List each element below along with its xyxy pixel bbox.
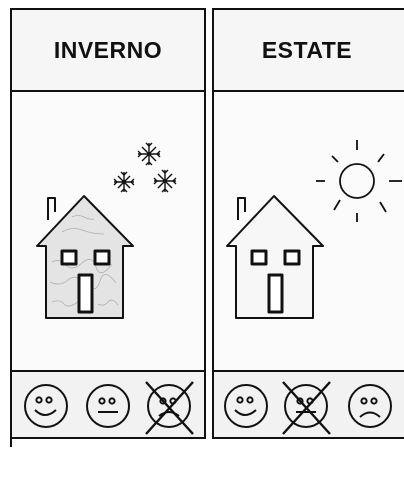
summer-faces-row xyxy=(214,370,404,437)
summer-faces xyxy=(224,381,392,435)
winter-faces-row xyxy=(12,370,204,437)
crossed-out-neutral-face-icon xyxy=(282,381,331,435)
winter-panel: INVERNO xyxy=(10,8,206,439)
summer-header: ESTATE xyxy=(214,10,404,92)
winter-scene-drawing xyxy=(36,142,177,319)
frame-tick-mark xyxy=(10,439,12,447)
winter-title: INVERNO xyxy=(53,36,163,63)
summer-scene-drawing xyxy=(226,140,402,319)
happy-face-icon xyxy=(24,384,68,428)
winter-header: INVERNO xyxy=(12,10,204,92)
neutral-face-icon xyxy=(86,384,130,428)
summer-scene xyxy=(214,92,404,368)
sad-face-icon xyxy=(348,384,392,428)
crossed-out-sad-face-icon xyxy=(145,381,194,435)
summer-title: ESTATE xyxy=(261,36,353,63)
summer-panel: ESTATE xyxy=(212,8,404,439)
winter-scene xyxy=(12,92,204,368)
house-icon xyxy=(36,195,134,319)
winter-faces xyxy=(24,381,194,435)
sun-icon xyxy=(316,140,402,222)
happy-face-icon xyxy=(224,384,268,428)
house-icon xyxy=(226,195,324,319)
snowflake-icon xyxy=(113,142,177,193)
